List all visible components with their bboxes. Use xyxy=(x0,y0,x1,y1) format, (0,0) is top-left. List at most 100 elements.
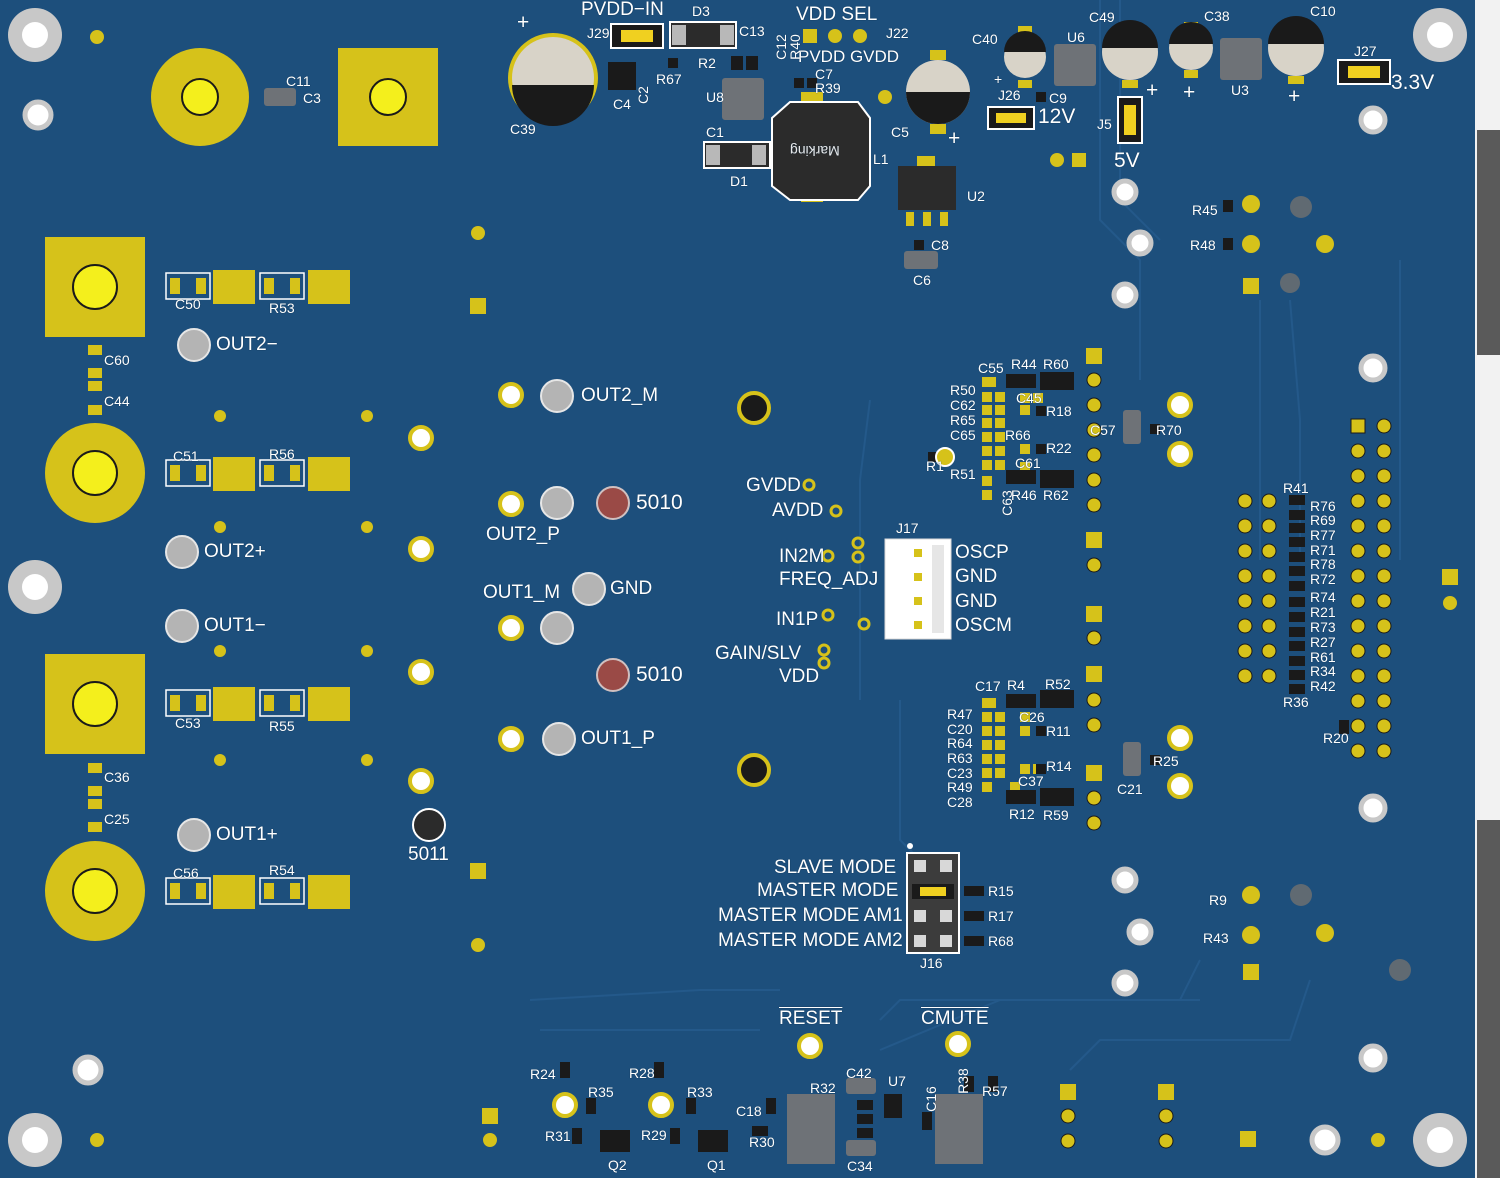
label-out2-minus: OUT2− xyxy=(216,334,278,355)
mode-master-am2: MASTER MODE AM2 xyxy=(718,930,903,951)
j17-pin-1: OSCP xyxy=(955,542,1009,563)
refdes-r32: R32 xyxy=(810,1080,836,1096)
label-cmute: CMUTE xyxy=(921,1008,989,1029)
polarity-plus: + xyxy=(517,11,530,34)
refdes-q1: Q1 xyxy=(707,1157,726,1173)
refdes-r60: R60 xyxy=(1043,356,1069,372)
j17-connector xyxy=(884,538,952,640)
label-tp-5011: 5011 xyxy=(408,844,449,865)
label-out1-plus: OUT1+ xyxy=(216,824,278,845)
mode-slave: SLAVE MODE xyxy=(774,857,897,878)
refdes-r72: R72 xyxy=(1310,571,1336,587)
label-pvdd-in: PVDD−IN xyxy=(581,0,664,20)
refdes-r40: R40 xyxy=(786,34,803,60)
refdes-r14: R14 xyxy=(1046,758,1072,774)
refdes-c11: C11 xyxy=(286,73,311,89)
refdes-c50: C50 xyxy=(175,296,201,312)
refdes-r41: R41 xyxy=(1283,480,1309,496)
refdes-r78: R78 xyxy=(1310,556,1336,572)
polarity-plus: + xyxy=(1183,81,1196,104)
square-vias xyxy=(470,153,1458,1147)
refdes-r52: R52 xyxy=(1045,676,1071,692)
refdes-c42: C42 xyxy=(846,1065,872,1081)
refdes-r28: R28 xyxy=(629,1065,655,1081)
refdes-c45: C45 xyxy=(1016,390,1042,406)
refdes-r45: R45 xyxy=(1192,202,1218,218)
refdes-r73: R73 xyxy=(1310,619,1336,635)
label-out1-m: OUT1_M xyxy=(483,582,561,603)
refdes-c25: C25 xyxy=(104,811,130,827)
refdes-j5: J5 xyxy=(1097,116,1112,132)
filter-pads xyxy=(170,270,350,909)
refdes-r48: R48 xyxy=(1190,237,1216,253)
refdes-r51: R51 xyxy=(950,466,976,482)
refdes-r33: R33 xyxy=(687,1084,713,1100)
refdes-c10: C10 xyxy=(1310,3,1336,19)
gold-vias xyxy=(90,30,1385,1147)
bottom-components xyxy=(560,1062,998,1164)
refdes-r53: R53 xyxy=(269,300,295,316)
refdes-c36: C36 xyxy=(104,769,130,785)
refdes-c4: C4 xyxy=(613,96,631,112)
refdes-r49: R49 xyxy=(947,779,973,795)
refdes-c2: C2 xyxy=(634,86,651,104)
label-tp-5010-b: 5010 xyxy=(636,663,683,686)
label-gain-slv: GAIN/SLV xyxy=(715,643,802,664)
signal-vias xyxy=(802,478,871,670)
refdes-c57: C57 xyxy=(1090,422,1116,438)
refdes-r50: R50 xyxy=(950,382,976,398)
refdes-c17: C17 xyxy=(975,678,1001,694)
refdes-c61: C61 xyxy=(1015,455,1041,471)
refdes-r34: R34 xyxy=(1310,663,1336,679)
refdes-r39: R39 xyxy=(815,80,841,96)
refdes-r67: R67 xyxy=(656,71,682,87)
refdes-r61: R61 xyxy=(1310,649,1336,665)
refdes-r12: R12 xyxy=(1009,806,1035,822)
refdes-c38: C38 xyxy=(1204,8,1230,24)
label-12v: 12V xyxy=(1038,105,1076,128)
refdes-c60: C60 xyxy=(104,352,130,368)
refdes-r9: R9 xyxy=(1209,892,1227,908)
refdes-r31: R31 xyxy=(545,1128,571,1144)
silkscreen-outlines xyxy=(165,272,305,905)
refdes-c7: C7 xyxy=(815,66,833,82)
refdes-u3: U3 xyxy=(1231,82,1249,98)
refdes-r76: R76 xyxy=(1310,498,1336,514)
label-out2-p: OUT2_P xyxy=(486,524,560,545)
j16-header xyxy=(906,843,984,954)
refdes-c20: C20 xyxy=(947,721,973,737)
refdes-c51: C51 xyxy=(173,448,199,464)
refdes-r22: R22 xyxy=(1046,440,1072,456)
refdes-c26: C26 xyxy=(1019,709,1045,725)
refdes-c34: C34 xyxy=(847,1158,873,1174)
refdes-l1: L1 xyxy=(873,151,889,167)
refdes-r15: R15 xyxy=(988,883,1014,899)
refdes-r74: R74 xyxy=(1310,589,1336,605)
power-components xyxy=(264,16,1391,776)
refdes-r59: R59 xyxy=(1043,807,1069,823)
refdes-c53: C53 xyxy=(175,715,201,731)
j17-pin-2: GND xyxy=(955,566,998,587)
refdes-j16: J16 xyxy=(920,955,943,971)
refdes-c8: C8 xyxy=(931,237,949,253)
refdes-d1: D1 xyxy=(730,173,748,189)
speaker-terminals xyxy=(45,48,438,941)
refdes-r44: R44 xyxy=(1011,356,1037,372)
gray-vias xyxy=(1280,196,1411,981)
label-out2-plus: OUT2+ xyxy=(204,541,266,562)
refdes-r62: R62 xyxy=(1043,487,1069,503)
refdes-c37: C37 xyxy=(1018,773,1044,789)
refdes-r70: R70 xyxy=(1156,422,1182,438)
via-blind xyxy=(737,391,771,787)
mode-master: MASTER MODE xyxy=(757,880,899,901)
refdes-c39: C39 xyxy=(510,121,536,137)
refdes-r2: R2 xyxy=(698,55,716,71)
refdes-r18: R18 xyxy=(1046,403,1072,419)
refdes-r25: R25 xyxy=(1153,753,1179,769)
mounting-holes xyxy=(8,8,1467,1167)
label-gnd-tp: GND xyxy=(610,578,653,599)
edge-segment xyxy=(1477,130,1500,355)
